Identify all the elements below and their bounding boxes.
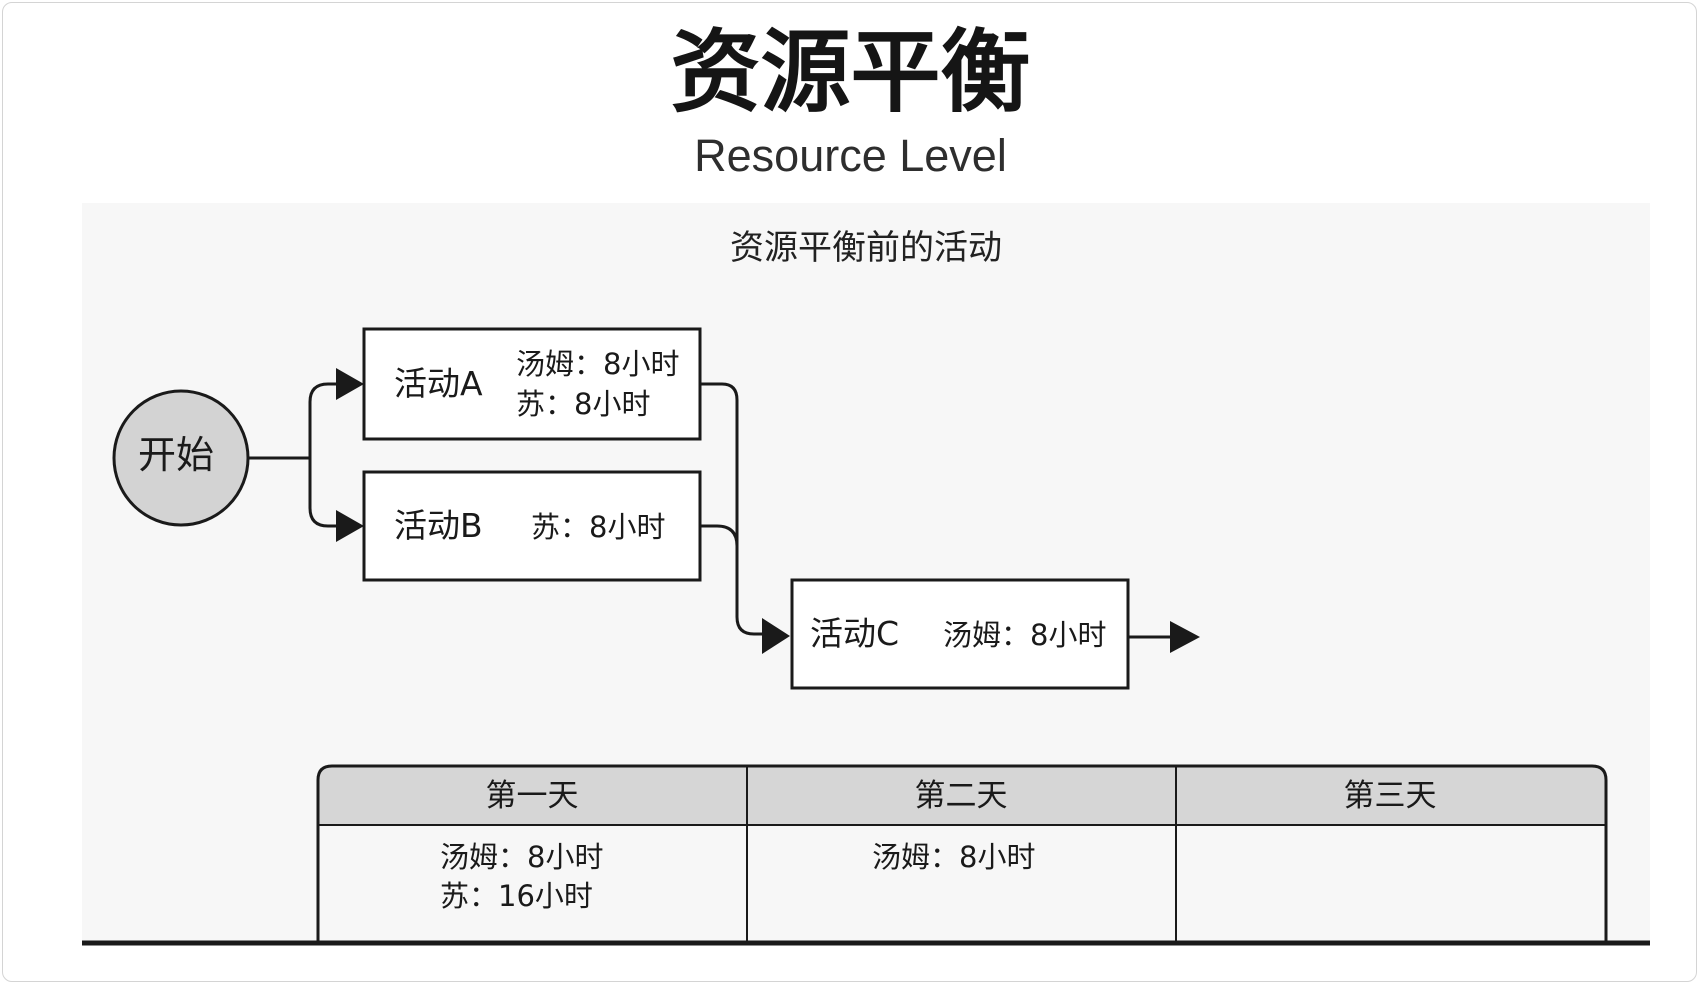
arrow-to-c <box>762 618 790 654</box>
activity-b-box <box>362 470 702 582</box>
activity-a-resource: 汤姆：8小时 <box>516 347 680 381</box>
start-label: 开始 <box>138 433 215 477</box>
day-1-header: 第一天 <box>485 778 579 814</box>
activity-a-name: 活动A <box>394 364 483 403</box>
connectors <box>248 382 1172 639</box>
activity-c-name: 活动C <box>810 614 900 653</box>
day-1-entry: 汤姆：8小时 <box>440 840 604 874</box>
connector-to-b <box>308 458 338 528</box>
activity-a-resource: 苏：8小时 <box>516 387 651 421</box>
activity-c-resource: 汤姆：8小时 <box>943 618 1107 652</box>
connector-a-to-c <box>700 382 764 636</box>
arrow-out <box>1170 621 1200 653</box>
day-3-header: 第三天 <box>1343 778 1437 814</box>
slide-title: 资源平衡 <box>670 20 1031 125</box>
activity-b-name: 活动B <box>394 506 483 545</box>
day-2-entry: 汤姆：8小时 <box>872 840 1036 874</box>
activity-a-box <box>362 327 702 441</box>
day-1-entry: 苏：16小时 <box>440 879 593 913</box>
activity-b-resource: 苏：8小时 <box>531 510 666 544</box>
connector-b-to-c <box>700 524 739 547</box>
schedule-grid <box>316 764 1608 942</box>
arrowheads <box>336 368 1200 654</box>
arrow-to-a <box>336 368 364 400</box>
slide-subtitle: Resource Level <box>694 130 1007 181</box>
diagram-title: 资源平衡前的活动 <box>730 228 1002 268</box>
activity-c-box <box>790 578 1130 690</box>
schedule-header-band <box>318 766 1606 935</box>
arrow-to-b <box>336 510 364 542</box>
connector-to-a <box>308 382 338 458</box>
day-2-header: 第二天 <box>914 778 1008 814</box>
